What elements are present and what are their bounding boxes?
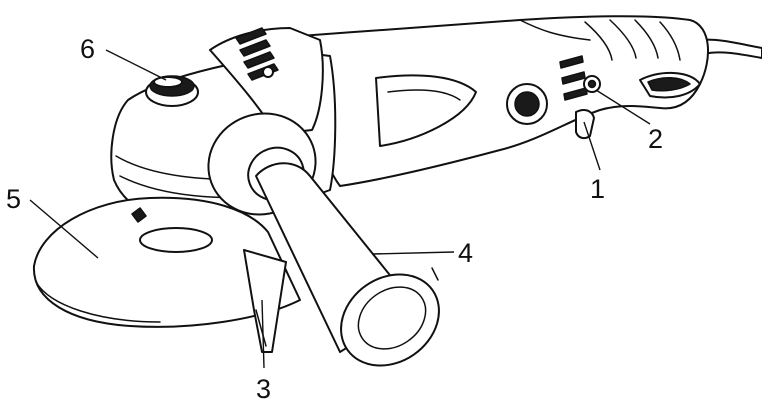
callout-label-4: 4 (458, 238, 473, 268)
leader-1 (583, 121, 601, 171)
callout-label-3: 3 (256, 374, 271, 404)
leader-5 (29, 199, 99, 259)
leader-6 (105, 49, 167, 81)
disc-guard (32, 196, 301, 328)
callout-label-1: 1 (590, 174, 605, 204)
power-cord (699, 38, 762, 59)
lock-button (583, 75, 601, 93)
callout-label-6: 6 (80, 34, 95, 64)
callout-label-5: 5 (6, 184, 21, 214)
callout-label-2: 2 (648, 124, 663, 154)
leader-3 (261, 299, 265, 369)
spindle-lock-button (145, 75, 199, 107)
leader-2 (595, 89, 651, 125)
leader-lines (29, 49, 651, 369)
auxiliary-handle (207, 112, 440, 367)
guard-clamp (243, 249, 287, 353)
leader-4 (371, 251, 455, 255)
motor-housing (299, 15, 709, 187)
